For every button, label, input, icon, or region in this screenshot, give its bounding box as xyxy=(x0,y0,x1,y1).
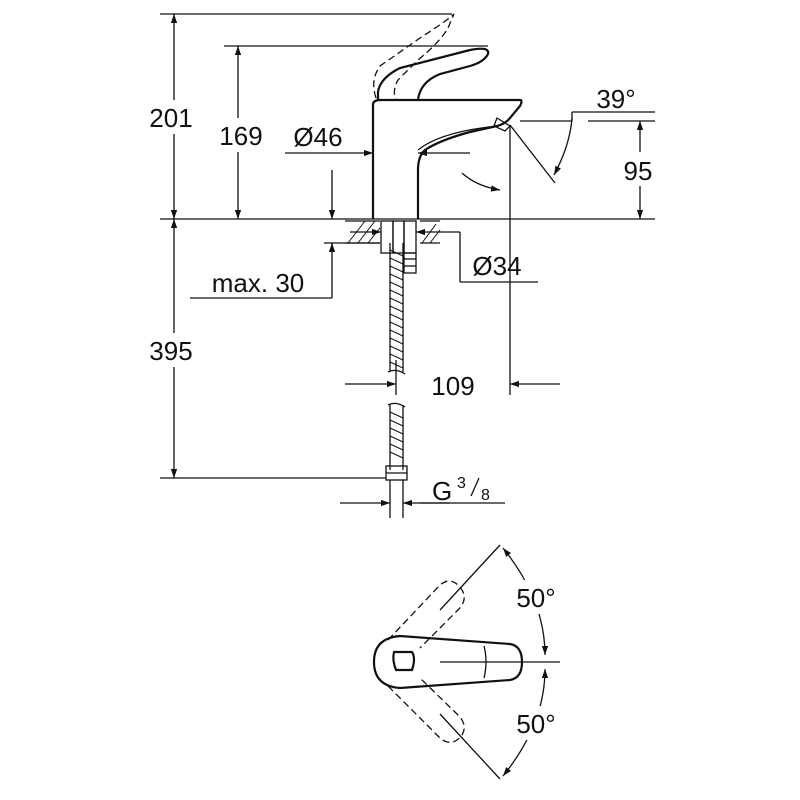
dimension-mounting-hole xyxy=(350,228,538,283)
dimension-total-height xyxy=(142,13,452,219)
label-spout-height: 169 xyxy=(219,121,262,151)
label-connection-denominator: 8 xyxy=(481,487,490,504)
label-spout-angle: 39° xyxy=(596,84,635,114)
dimension-spout-angle xyxy=(461,111,655,210)
label-projection: 109 xyxy=(431,371,474,401)
faucet-top-view xyxy=(372,544,565,780)
dimension-projection xyxy=(345,210,560,395)
label-swing-upper: 50° xyxy=(516,583,555,613)
label-hose-length: 395 xyxy=(149,336,192,366)
dimension-hose-length xyxy=(142,219,386,479)
supply-hose xyxy=(385,243,408,518)
faucet-side-view xyxy=(371,13,523,219)
label-total-height: 201 xyxy=(149,103,192,133)
label-body-diameter: Ø46 xyxy=(293,122,342,152)
label-mounting-hole: Ø34 xyxy=(472,251,521,281)
label-outlet-height: 95 xyxy=(624,156,653,186)
label-swing-lower: 50° xyxy=(516,709,555,739)
dimension-spout-height xyxy=(210,45,488,219)
label-connection-numerator: 3 xyxy=(457,475,466,492)
label-max-thickness: max. 30 xyxy=(212,268,305,298)
dimension-outlet-height xyxy=(588,120,668,219)
mounting-section xyxy=(345,220,441,274)
connection-fraction-slash xyxy=(470,477,480,497)
label-connection-letter: G xyxy=(432,476,452,506)
dimension-max-thickness xyxy=(190,170,380,299)
